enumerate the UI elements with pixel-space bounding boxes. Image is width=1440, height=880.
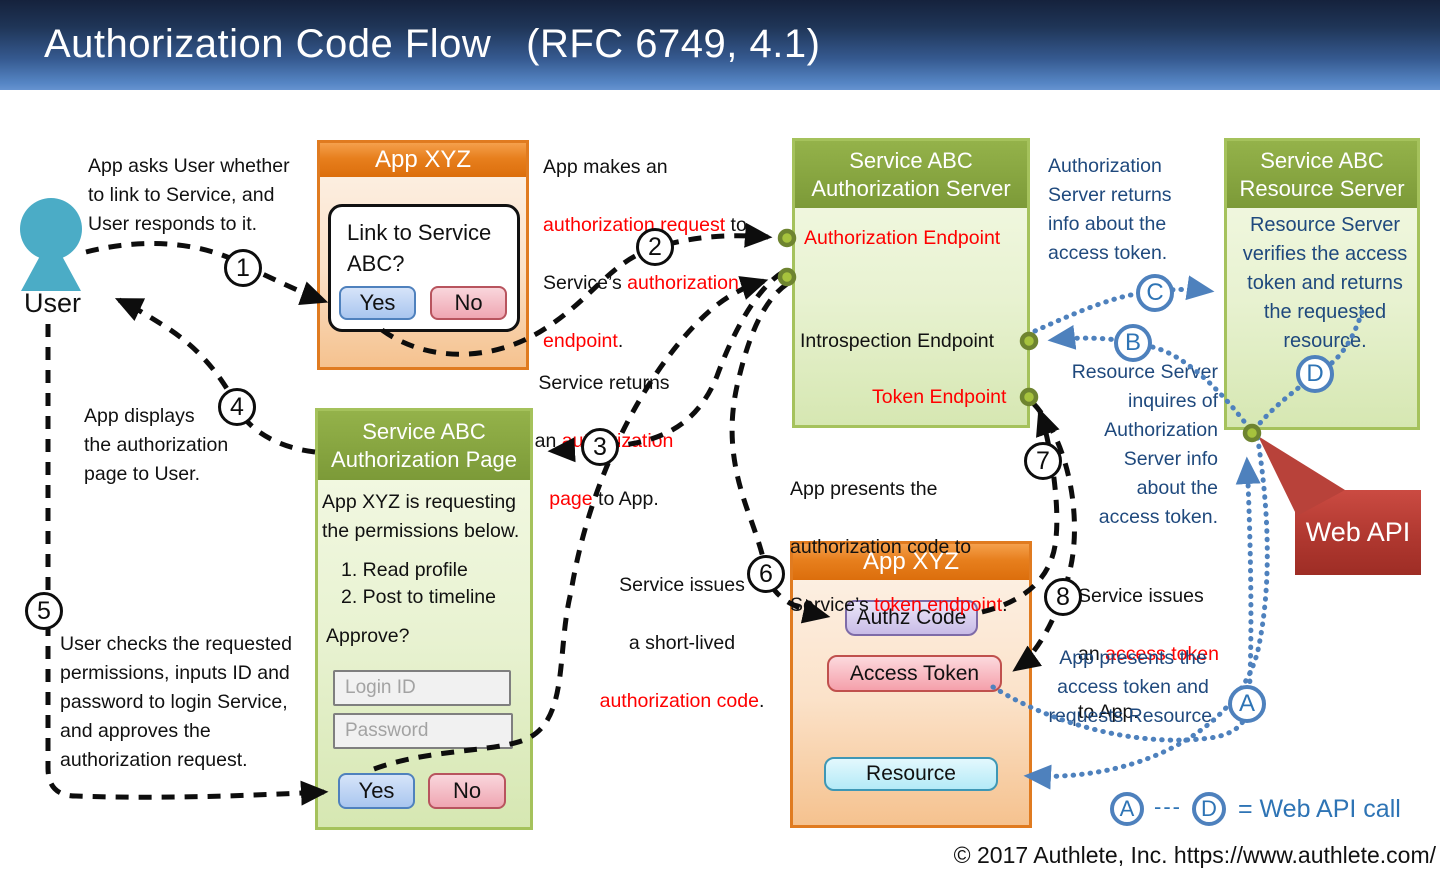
app-xyz-bottom-title: App XYZ xyxy=(793,544,1029,580)
app-xyz-top-title: App XYZ xyxy=(320,143,526,177)
resource-server-title-1: Service ABC xyxy=(1260,147,1384,173)
auth-page-title-1: Service ABC xyxy=(362,418,486,444)
step-circle-8: 8 xyxy=(1044,578,1082,616)
call-circle-d: D xyxy=(1296,355,1334,393)
auth-server-title-1: Service ABC xyxy=(849,147,973,173)
call-circle-b: B xyxy=(1114,324,1152,362)
step-circle-5: 5 xyxy=(25,592,63,630)
step-circle-3: 3 xyxy=(581,428,619,466)
resource-server-title-2: Resource Server xyxy=(1239,175,1405,201)
copyright: © 2017 Authlete, Inc. https://www.authle… xyxy=(953,842,1436,868)
authorization-endpoint-label: Authorization Endpoint xyxy=(804,227,1001,249)
legend-circle-d: D xyxy=(1191,792,1226,826)
link-dialog-question: Link to Service ABC? xyxy=(347,220,492,276)
page-title: Authorization Code Flow (RFC 6749, 4.1) xyxy=(44,22,821,66)
auth-server-title-2: Authorization Server xyxy=(811,175,1011,201)
auth-page-no-button[interactable]: No xyxy=(428,773,506,809)
permission-item-1: 1. Read profile xyxy=(341,559,468,581)
auth-server-box: Service ABC Authorization Server xyxy=(792,138,1030,428)
resource-chip: Resource xyxy=(824,757,998,791)
introspection-endpoint-label: Introspection Endpoint xyxy=(800,330,995,352)
user-head xyxy=(20,198,82,260)
step-circle-1: 1 xyxy=(224,249,262,287)
auth-page-title-2: Authorization Page xyxy=(331,446,517,472)
dialog-yes-button[interactable]: Yes xyxy=(339,286,416,320)
web-api-callout: Web API xyxy=(1295,490,1421,575)
legend-dashes: --- xyxy=(1154,794,1182,819)
annotation-rs-inquires: Resource Server inquires of Authorizatio… xyxy=(1071,361,1218,528)
user-icon xyxy=(20,198,82,291)
annotation-step7: App presents the authorization code to S… xyxy=(790,478,1008,616)
legend-circle-a: A xyxy=(1110,792,1144,826)
authz-code-chip: Authz Code xyxy=(845,600,978,636)
step-circle-4: 4 xyxy=(218,388,256,426)
auth-page-intro: App XYZ is requesting the permissions be… xyxy=(322,491,520,542)
arrow-call-c-introspection-response xyxy=(1032,275,1215,334)
annotation-app-presents-token: App presents the access token and reques… xyxy=(1048,647,1218,727)
permission-item-2: 2. Post to timeline xyxy=(341,586,496,608)
user-body xyxy=(21,256,81,291)
step-circle-2: 2 xyxy=(636,228,674,266)
arrow-step1-user-to-app xyxy=(85,240,329,306)
call-circle-c: C xyxy=(1136,274,1174,312)
auth-page-box: Service ABC Authorization Page xyxy=(315,408,533,830)
call-circle-a: A xyxy=(1228,685,1266,723)
step-circle-6: 6 xyxy=(747,555,785,593)
web-api-legend: A --- D = Web API call xyxy=(1108,792,1401,826)
annotation-step5: User checks the requested permissions, i… xyxy=(60,633,292,771)
login-id-input[interactable] xyxy=(333,670,511,706)
title-bar: Authorization Code Flow (RFC 6749, 4.1) xyxy=(0,0,1440,90)
step-circle-7: 7 xyxy=(1024,442,1062,480)
legend-text: = Web API call xyxy=(1237,794,1401,823)
password-input[interactable] xyxy=(333,713,513,749)
token-endpoint-label: Token Endpoint xyxy=(872,386,1007,408)
auth-page-yes-button[interactable]: Yes xyxy=(338,773,415,809)
user-label: User xyxy=(24,288,82,318)
approve-label: Approve? xyxy=(326,625,410,647)
resource-server-body-text: Resource Server verifies the access toke… xyxy=(1242,214,1408,352)
access-token-chip: Access Token xyxy=(827,655,1002,692)
dialog-no-button[interactable]: No xyxy=(430,286,507,320)
annotation-auth-returns: Authorization Server returns info about … xyxy=(1048,155,1172,264)
annotation-step1: App asks User whether to link to Service… xyxy=(88,155,290,235)
